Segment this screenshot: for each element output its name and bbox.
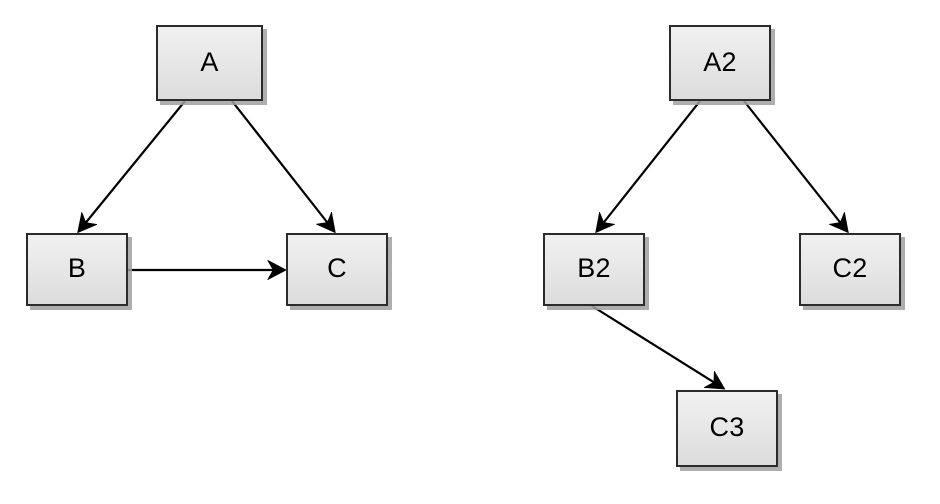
node-label-a: A: [200, 46, 219, 77]
node-label-a2: A2: [703, 46, 737, 77]
edges-group: [79, 100, 847, 388]
edge-a-c: [231, 100, 334, 231]
node-c[interactable]: C: [286, 233, 388, 306]
node-label-b: B: [67, 253, 87, 283]
node-a[interactable]: A: [156, 25, 263, 101]
node-label-c3: C3: [709, 412, 745, 442]
edge-a2-b2: [597, 100, 701, 231]
node-b[interactable]: B: [26, 233, 128, 306]
node-c2[interactable]: C2: [799, 233, 901, 306]
node-b2[interactable]: B2: [543, 233, 645, 306]
node-label-b2: B2: [577, 253, 611, 283]
node-label-c: C: [327, 253, 347, 283]
edge-b2-c3: [591, 305, 723, 388]
edge-a2-c2: [743, 100, 847, 231]
node-a2[interactable]: A2: [669, 25, 771, 101]
node-c3[interactable]: C3: [676, 390, 778, 467]
node-label-c2: C2: [832, 253, 868, 283]
edge-a-b: [79, 100, 186, 231]
